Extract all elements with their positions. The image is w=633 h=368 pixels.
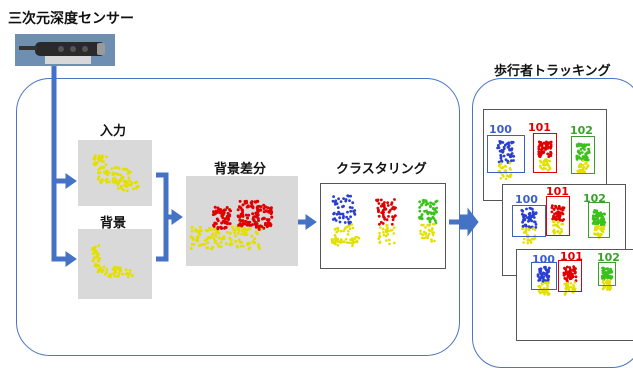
cluster-101-body: [375, 198, 397, 226]
track-box-102: [598, 262, 616, 286]
track-f1-101-body: [537, 140, 553, 159]
track-f3-101-body: [562, 265, 578, 284]
input-cloud: [116, 179, 140, 193]
track-box-101: [546, 196, 570, 236]
cluster-102-body: [418, 198, 439, 225]
track-id-100: 100: [515, 193, 538, 206]
track-id-102: 102: [597, 251, 620, 264]
track-box-100: [512, 205, 546, 237]
camera-icon: [19, 42, 105, 64]
depth-sensor-image: [15, 34, 115, 66]
background-label: 背景: [100, 216, 127, 231]
arrow-to-background: [65, 251, 77, 267]
track-f2-102-body: [591, 209, 607, 227]
cluster-100-body: [331, 194, 357, 226]
sensor-title: 三次元深度センサー: [8, 11, 134, 27]
sensor-connector: [51, 66, 68, 262]
track-id-100: 100: [532, 253, 555, 266]
track-box-102: [588, 202, 610, 238]
track-f1-101-legs: [538, 158, 552, 172]
track-f2-101-body: [550, 204, 566, 223]
subtraction-ground: [189, 225, 262, 251]
subtraction-person: [236, 199, 260, 228]
subtraction-person: [254, 203, 274, 231]
tracking-frame-3: [516, 249, 633, 341]
background-image: [78, 229, 152, 299]
track-f3-102-body: [600, 266, 614, 281]
arrow-to-clustering: [305, 214, 317, 230]
arrow-to-input: [65, 173, 77, 189]
track-id-102: 102: [583, 192, 606, 205]
merge-bracket: [156, 172, 172, 262]
clustering-frame: [320, 183, 446, 269]
input-label: 入力: [100, 124, 127, 139]
arrow-to-tracking: [459, 207, 479, 237]
cluster-ground: [330, 235, 361, 245]
track-box-101: [533, 133, 557, 173]
tracking-label: 歩行者トラッキング: [494, 64, 611, 79]
track-f2-101-legs: [551, 219, 565, 235]
track-f2-102-legs: [593, 224, 606, 239]
arrow-to-subtraction: [171, 209, 183, 225]
cluster-102-legs: [419, 222, 436, 243]
track-f1-100-body: [496, 140, 516, 165]
track-id-100: 100: [489, 123, 512, 136]
track-f2-100-body: [520, 206, 538, 229]
track-f3-100-body: [536, 265, 551, 283]
input-cloud: [92, 154, 108, 167]
subtraction-label: 背景差分: [214, 162, 267, 177]
background-cloud: [91, 244, 102, 268]
track-id-101: 101: [528, 121, 551, 134]
track-box-102: [571, 136, 595, 174]
track-box-100: [487, 135, 525, 173]
track-f1-100-legs: [497, 161, 513, 181]
track-box-101: [558, 260, 582, 292]
cluster-101-legs: [377, 223, 396, 246]
cluster-100-legs: [333, 223, 355, 248]
track-id-102: 102: [570, 124, 593, 137]
background-cloud: [96, 265, 135, 279]
track-f1-102-body: [575, 142, 591, 162]
subtraction-person: [211, 205, 232, 231]
track-id-101: 101: [546, 185, 569, 198]
clustering-label: クラスタリング: [336, 162, 427, 177]
diagram-graphics: [51, 66, 614, 296]
track-id-101: 101: [560, 250, 583, 263]
track-box-100: [531, 262, 557, 290]
